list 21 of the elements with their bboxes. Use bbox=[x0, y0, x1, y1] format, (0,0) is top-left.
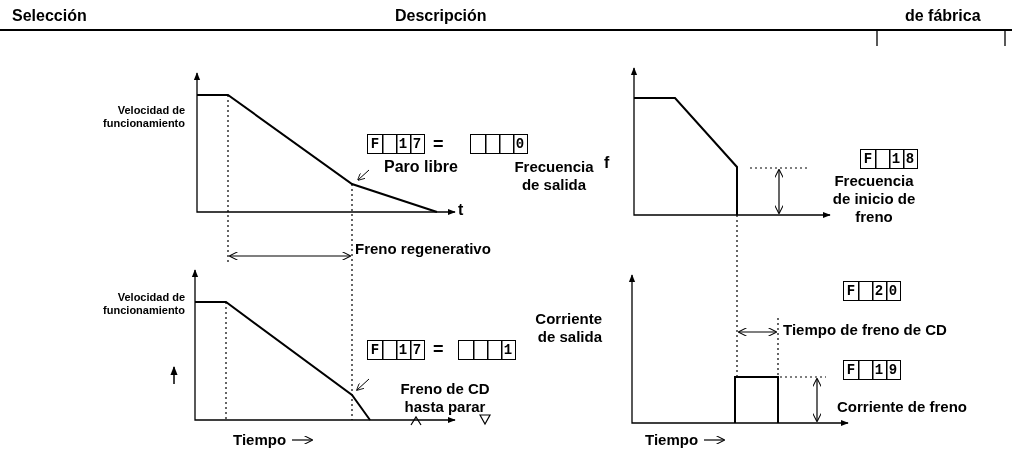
annotation-text: Freno regenerativo bbox=[355, 240, 491, 258]
parameter-display: 0 bbox=[470, 134, 528, 154]
axis-label: Tiempo bbox=[645, 431, 699, 449]
axis-label: f bbox=[604, 153, 610, 173]
column-heading: Descripción bbox=[395, 6, 487, 26]
annotation-text: Freno de CD hasta parar bbox=[399, 380, 491, 416]
column-heading: de fábrica bbox=[905, 6, 981, 26]
equals-sign: = bbox=[433, 339, 444, 361]
axis-label: Velocidad de funcionamiento bbox=[102, 104, 185, 131]
axis-label: Corriente de salida bbox=[534, 310, 602, 346]
axis-label: t bbox=[458, 200, 464, 220]
annotation-text: Tiempo de freno de CD bbox=[783, 321, 947, 339]
axis-label: Tiempo bbox=[233, 431, 287, 449]
equals-sign: = bbox=[433, 134, 444, 156]
annotation-text: Corriente de freno bbox=[837, 398, 968, 416]
column-heading: Selección bbox=[12, 6, 87, 26]
annotation-text: Frecuencia de inicio de freno bbox=[832, 172, 916, 226]
parameter-display: 1 bbox=[458, 340, 516, 360]
annotation-text: Paro libre bbox=[384, 157, 458, 177]
axis-label: Frecuencia de salida bbox=[513, 158, 595, 194]
axis-label: Velocidad de funcionamiento bbox=[102, 291, 185, 318]
